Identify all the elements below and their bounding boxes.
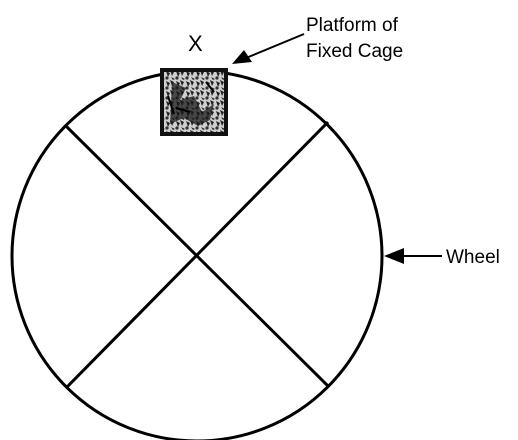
arrow-head-icon (384, 248, 404, 264)
fixed-cage (162, 70, 226, 134)
platform-arrow-line (246, 34, 304, 58)
wheel-label: Wheel (446, 247, 500, 268)
platform-label-line2: Fixed Cage (306, 41, 403, 62)
marker-x-label: X (188, 31, 203, 56)
platform-label-line1: Platform of (306, 15, 399, 36)
